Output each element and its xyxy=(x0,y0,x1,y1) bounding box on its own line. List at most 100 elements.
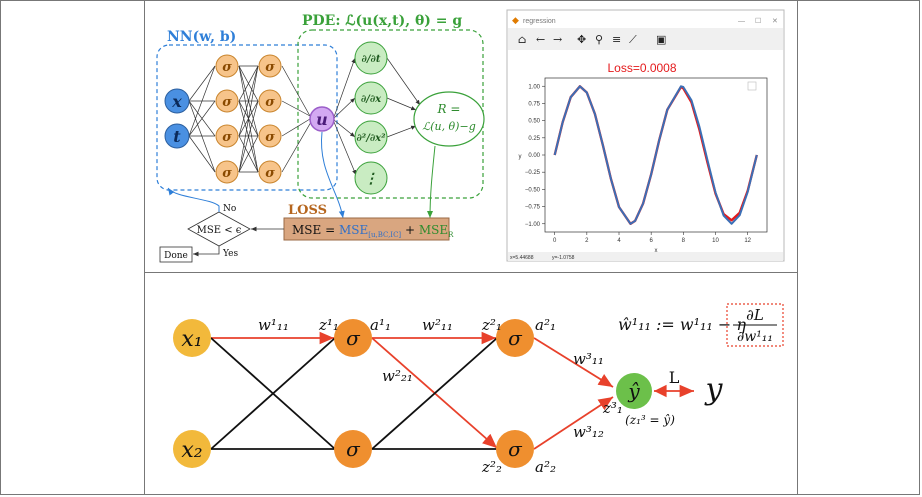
pan-icon[interactable]: ✥ xyxy=(577,33,586,46)
save-icon[interactable]: ▣ xyxy=(656,33,666,46)
close-button[interactable]: ✕ xyxy=(772,18,778,25)
x1-label: x₁ xyxy=(181,327,202,352)
input-node-t: t xyxy=(164,123,190,149)
toolbar xyxy=(508,28,783,50)
residual-to-loss-connector xyxy=(427,145,436,219)
pinn-diagram: NN(w, b) PDE: ℒ(u(x,t), θ) = g x t xyxy=(156,13,485,263)
y-axis-label: y xyxy=(519,154,522,160)
a1-1-label: a¹₁ xyxy=(370,316,391,334)
sigma-label: σ xyxy=(508,326,523,350)
more-node xyxy=(354,161,388,195)
forward-icon[interactable]: → xyxy=(553,33,562,46)
x-tick-label: 8 xyxy=(682,238,686,244)
nn-connections xyxy=(188,57,421,176)
configure-icon[interactable]: ≡ xyxy=(612,33,621,46)
input-t-label: t xyxy=(173,127,181,146)
residual-line1: R = xyxy=(437,102,461,116)
nn-region xyxy=(156,44,338,191)
weight-w3-12: w³₁₂ xyxy=(573,423,604,441)
hidden-node xyxy=(215,54,239,78)
update-rule-lhs: ŵ¹₁₁ := w¹₁₁ − η xyxy=(618,315,746,334)
nn-label: NN(w, b) xyxy=(167,29,236,45)
done-box xyxy=(159,246,193,263)
hidden-labels: σ σ σ σ σ σ σ σ xyxy=(222,60,275,181)
plot-window: ◆ regression — ☐ ✕ ⌂ ← → ✥ ⚲ ≡ ⟋ ▣ Loss=… xyxy=(506,9,785,262)
output-node-u: u xyxy=(309,106,335,132)
d-dt-node xyxy=(354,41,388,75)
back-icon[interactable]: ← xyxy=(536,33,545,46)
hidden-node xyxy=(215,124,239,148)
svg-text:⋮: ⋮ xyxy=(364,171,378,187)
gradient-highlight-box xyxy=(726,303,784,347)
pde-label: PDE: ℒ(u(x,t), θ) = g xyxy=(302,13,462,29)
input-x-label: x xyxy=(171,92,182,111)
x-axis-label: x xyxy=(655,248,658,254)
hidden-layer-1 xyxy=(215,54,239,184)
derivative-nodes xyxy=(354,41,388,195)
mse-formula: MSE = MSE[u,BC,IC] + MSER xyxy=(292,223,454,239)
x-tick-label: 0 xyxy=(553,238,557,244)
y-tick-label: 0.25 xyxy=(528,136,540,142)
d-dx-node xyxy=(354,81,388,115)
input-node-x: x xyxy=(164,88,190,114)
a2-1-label: a²₁ xyxy=(535,316,556,334)
weight-w2-11: w²₁₁ xyxy=(422,316,453,334)
update-rule: ŵ¹₁₁ := w¹₁₁ − η ∂L ∂w¹₁₁ xyxy=(618,303,784,347)
derivative-labels: ∂/∂t∂/∂x ∂²/∂x²⋮ xyxy=(356,54,386,187)
maximize-button[interactable]: ☐ xyxy=(755,17,761,25)
loss-label: LOSS xyxy=(288,203,327,218)
x-tick-label: 12 xyxy=(744,238,751,244)
svg-text:∂/∂x: ∂/∂x xyxy=(361,94,382,105)
zoom-icon[interactable]: ⚲ xyxy=(595,33,603,46)
target-y-label: y xyxy=(704,372,724,407)
hidden-node-1-1 xyxy=(334,319,372,357)
svg-text:σ: σ xyxy=(265,166,275,181)
svg-text:σ: σ xyxy=(222,60,232,75)
svg-text:σ: σ xyxy=(265,95,275,110)
minimize-button[interactable]: — xyxy=(738,18,745,25)
no-label: No xyxy=(223,204,236,214)
hidden-node-2-2 xyxy=(496,430,534,468)
hidden-node-1-2 xyxy=(334,430,372,468)
svg-text:σ: σ xyxy=(265,130,275,145)
window-title: regression xyxy=(523,18,556,25)
hidden-node xyxy=(258,160,282,184)
yes-arrow xyxy=(193,246,220,257)
residual-line2: ℒ(u, θ)−g xyxy=(422,120,475,133)
backprop-diagram: x₁ x₂ σ σ σ σ ŷ y L (z₁³ = ŷ) w¹₁₁ w²₁₁ … xyxy=(173,303,784,476)
decision-diamond xyxy=(187,211,251,247)
hidden-layer-2 xyxy=(258,54,282,184)
app-icon: ◆ xyxy=(512,15,519,25)
yes-label: Yes xyxy=(222,249,238,259)
svg-text:σ: σ xyxy=(222,95,232,110)
z3-1-label: z³₁ xyxy=(602,399,623,417)
hidden-node xyxy=(215,89,239,113)
residual-node: R = ℒ(u, θ)−g xyxy=(413,91,485,147)
svg-text:σ: σ xyxy=(222,130,232,145)
edit-icon[interactable]: ⟋ xyxy=(629,33,637,46)
home-icon[interactable]: ⌂ xyxy=(518,33,526,46)
sigma-label: σ xyxy=(346,326,361,350)
z2-2-label: z²₂ xyxy=(481,458,502,476)
update-rule-denominator: ∂w¹₁₁ xyxy=(737,329,773,345)
y-tick-label: 0.75 xyxy=(528,101,540,107)
weight-w2-21: w²₂₁ xyxy=(382,367,413,385)
svg-text:∂²/∂x²: ∂²/∂x² xyxy=(356,133,386,144)
done-label: Done xyxy=(164,251,188,261)
x-tick-label: 4 xyxy=(617,238,621,244)
title-bar xyxy=(508,11,783,28)
yhat-label: ŷ xyxy=(627,379,640,403)
d2-dx2-node xyxy=(354,120,388,154)
hidden-node xyxy=(258,54,282,78)
status-bar xyxy=(508,252,783,261)
svg-text:σ: σ xyxy=(265,60,275,75)
x-tick-label: 6 xyxy=(650,238,654,244)
input-node-x1 xyxy=(173,319,211,357)
a2-2-label: a²₂ xyxy=(535,458,556,476)
y-tick-label: −0.50 xyxy=(525,187,541,193)
x2-label: x₂ xyxy=(181,438,202,463)
svg-text:σ: σ xyxy=(222,166,232,181)
output-u-label: u xyxy=(316,110,328,129)
